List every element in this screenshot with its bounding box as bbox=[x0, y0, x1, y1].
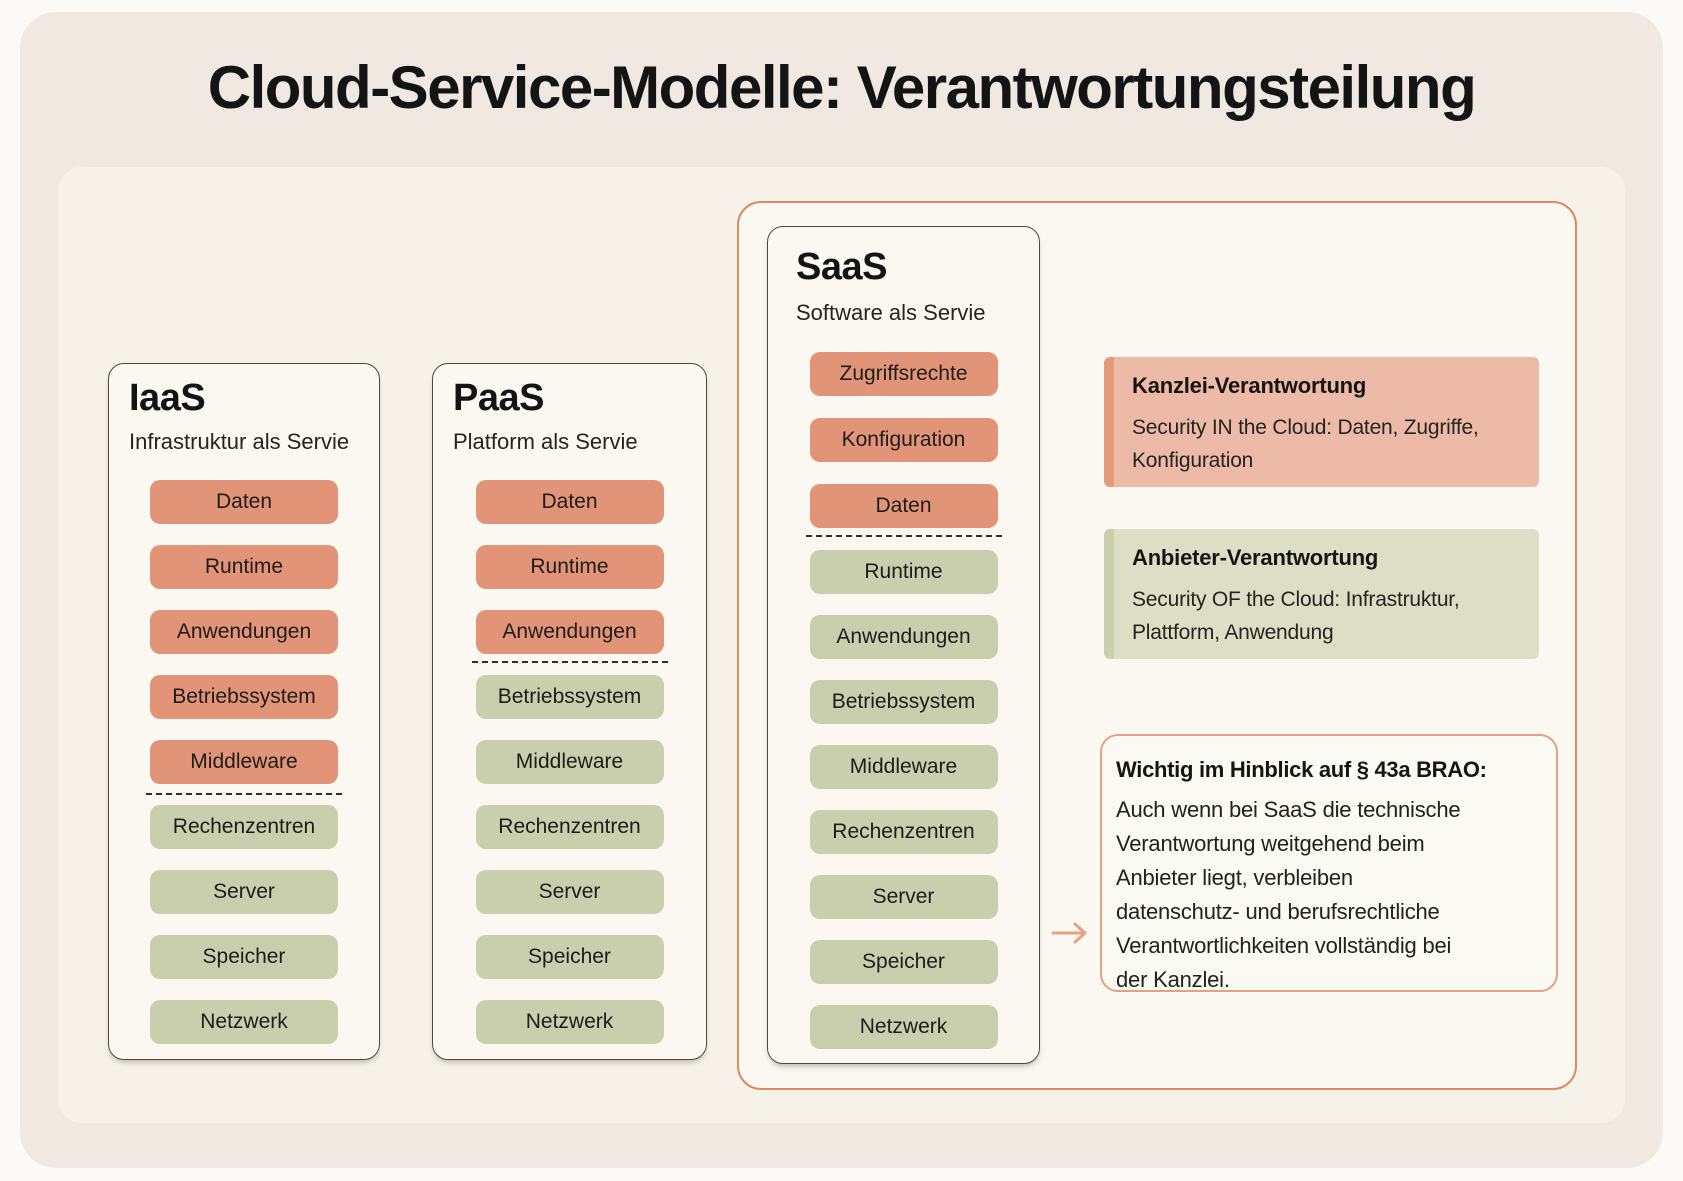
layer-chip: Netzwerk bbox=[475, 1000, 664, 1044]
note-box: Wichtig im Hinblick auf § 43a BRAO: Auch… bbox=[1100, 734, 1558, 992]
layer-chip: Rechenzentren bbox=[150, 805, 338, 849]
paas-card-subtitle: Platform als Servie bbox=[453, 429, 638, 454]
note-title: Wichtig im Hinblick auf § 43a BRAO: bbox=[1116, 757, 1487, 782]
saas-card-subtitle: Software als Servie bbox=[796, 300, 986, 325]
background-card: Cloud-Service-Modelle: Verantwortungstei… bbox=[20, 12, 1663, 1168]
layer-chip: Rechenzentren bbox=[809, 810, 998, 854]
layer-chip: Betriebssystem bbox=[809, 680, 998, 724]
layer-chip: Daten bbox=[150, 480, 338, 524]
layer-chip: Rechenzentren bbox=[475, 805, 664, 849]
layer-chip: Speicher bbox=[475, 935, 664, 979]
layer-chip: Server bbox=[150, 870, 338, 914]
paas-card: PaaS Platform als Servie Daten Runtime A… bbox=[432, 363, 707, 1060]
layer-chip: Netzwerk bbox=[150, 1000, 338, 1044]
content-panel: IaaS Infrastruktur als Servie Daten Runt… bbox=[58, 167, 1625, 1123]
layer-chip: Middleware bbox=[475, 740, 664, 784]
layer-chip: Zugriffsrechte bbox=[809, 352, 998, 396]
layer-chip: Netzwerk bbox=[809, 1005, 998, 1049]
layer-chip: Daten bbox=[475, 480, 664, 524]
paas-card-title: PaaS bbox=[453, 377, 544, 419]
layer-chip: Anwendungen bbox=[809, 615, 998, 659]
layer-chip: Server bbox=[809, 875, 998, 919]
iaas-card: IaaS Infrastruktur als Servie Daten Runt… bbox=[108, 363, 380, 1060]
layer-chip: Middleware bbox=[809, 745, 998, 789]
layer-chip: Server bbox=[475, 870, 664, 914]
saas-container: SaaS Software als Servie Zugriffsrechte … bbox=[737, 201, 1577, 1090]
layer-chip: Daten bbox=[809, 484, 998, 528]
iaas-card-title: IaaS bbox=[129, 377, 206, 419]
layer-chip: Middleware bbox=[150, 740, 338, 784]
anbieter-box-title: Anbieter-Verantwortung bbox=[1132, 545, 1379, 570]
layer-chip: Speicher bbox=[809, 940, 998, 984]
layer-chip: Konfiguration bbox=[809, 418, 998, 462]
kanzlei-box-body: Security IN the Cloud: Daten, Zugriffe, … bbox=[1132, 416, 1479, 472]
layer-chip: Betriebssystem bbox=[475, 675, 664, 719]
layer-chip: Runtime bbox=[809, 550, 998, 594]
iaas-card-subtitle: Infrastruktur als Servie bbox=[129, 429, 350, 454]
arrow-right-icon bbox=[1051, 922, 1087, 944]
kanzlei-box-title: Kanzlei-Verantwortung bbox=[1132, 373, 1367, 398]
saas-card-title: SaaS bbox=[796, 246, 887, 288]
layer-chip: Speicher bbox=[150, 935, 338, 979]
layer-chip: Runtime bbox=[150, 545, 338, 589]
layer-chip: Anwendungen bbox=[475, 610, 664, 654]
responsibility-divider bbox=[471, 661, 668, 663]
layer-chip: Betriebssystem bbox=[150, 675, 338, 719]
page-title: Cloud-Service-Modelle: Verantwortungstei… bbox=[207, 54, 1477, 121]
anbieter-box-body: Security OF the Cloud: Infrastruktur, Pl… bbox=[1132, 588, 1460, 644]
kanzlei-responsibility-box: Kanzlei-Verantwortung Security IN the Cl… bbox=[1104, 357, 1539, 487]
note-body: Auch wenn bei SaaS die technische Verant… bbox=[1116, 797, 1461, 992]
anbieter-responsibility-box: Anbieter-Verantwortung Security OF the C… bbox=[1104, 529, 1539, 659]
layer-chip: Anwendungen bbox=[150, 610, 338, 654]
saas-card: SaaS Software als Servie Zugriffsrechte … bbox=[767, 226, 1040, 1064]
responsibility-divider bbox=[146, 793, 342, 795]
layer-chip: Runtime bbox=[475, 545, 664, 589]
responsibility-divider bbox=[805, 535, 1002, 537]
